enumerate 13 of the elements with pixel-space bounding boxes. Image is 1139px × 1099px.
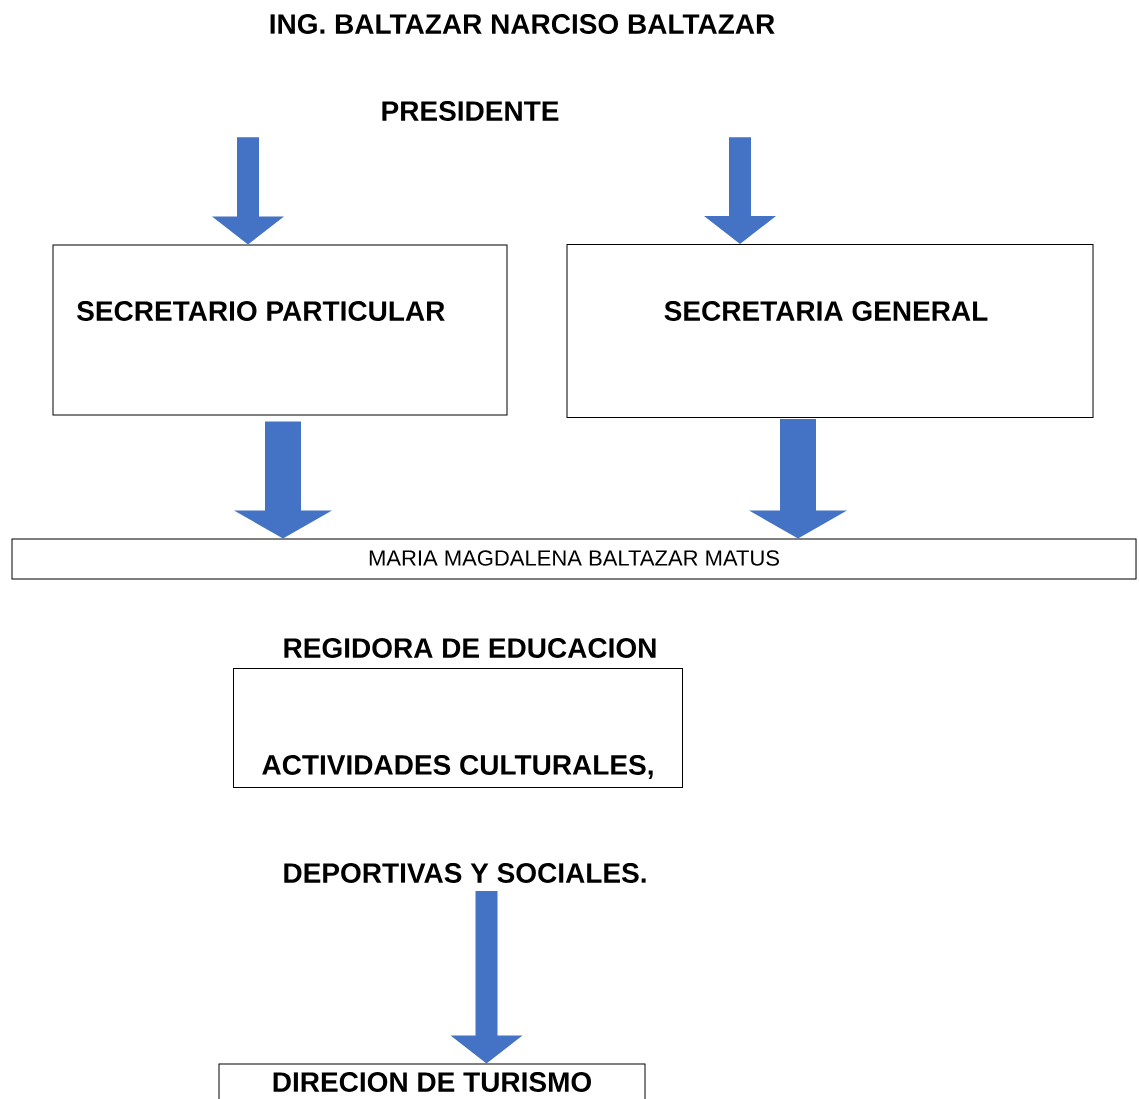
heading-text: ING. BALTAZAR NARCISO BALTAZAR PRESIDENTE [270, 14, 775, 121]
caption-text: DEPORTIVAS Y SOCIALES. [284, 863, 646, 883]
block-arrow [212, 137, 284, 245]
org-box: DIRECION DE TURISMO [218, 1063, 646, 1099]
org-box: SECRETARIO PARTICULAR [52, 244, 508, 416]
org-box: MARIA MAGDALENA BALTAZAR MATUS [11, 538, 1137, 580]
block-arrow [704, 137, 776, 244]
block-arrow [749, 419, 847, 539]
org-box: REGIDORA DE EDUCACION ACTIVIDADES CULTURALES, [233, 638, 683, 788]
node-label: REGIDORA DE EDUCACION [284, 638, 656, 658]
block-arrow [234, 421, 332, 539]
org-box: SECRETARIA GENERAL [566, 244, 1094, 418]
block-arrow [450, 891, 523, 1064]
